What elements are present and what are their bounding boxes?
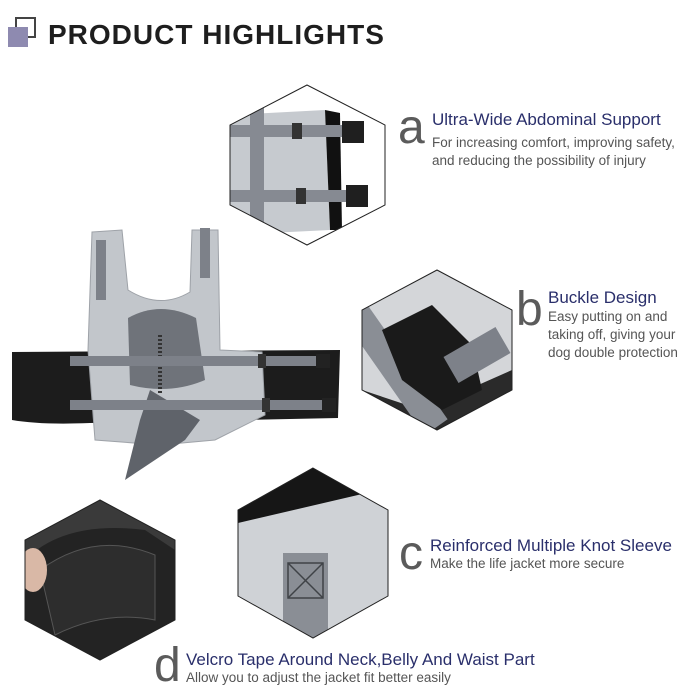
page-title: PRODUCT HIGHLIGHTS xyxy=(48,19,385,50)
hexagon-b-image xyxy=(361,269,513,431)
feature-a-line-1: For increasing comfort, improving safety… xyxy=(432,135,675,150)
feature-d-title: Velcro Tape Around Neck,Belly And Waist … xyxy=(186,650,535,669)
feature-d-description: Allow you to adjust the jacket fit bette… xyxy=(186,669,451,687)
feature-c-title: Reinforced Multiple Knot Sleeve xyxy=(430,536,672,555)
feature-b-title: Buckle Design xyxy=(548,288,657,307)
feature-a-description: For increasing comfort, improving safety… xyxy=(432,134,675,170)
hexagon-d-image xyxy=(24,499,176,661)
feature-c-line-1: Make the life jacket more secure xyxy=(430,556,625,571)
feature-a-letter: a xyxy=(398,101,425,154)
feature-a-line-2: and reducing the possibility of injury xyxy=(432,153,646,169)
feature-c-letter: c xyxy=(399,527,423,580)
logo-square-fill xyxy=(8,27,28,47)
feature-d-letter: d xyxy=(154,639,181,692)
feature-b-line-2: taking off, giving your xyxy=(548,327,676,343)
feature-a-title: Ultra-Wide Abdominal Support xyxy=(432,110,661,129)
feature-c-description: Make the life jacket more secure xyxy=(430,555,624,573)
feature-b-line-1: Easy putting on and xyxy=(548,309,668,324)
feature-d-line-1: Allow you to adjust the jacket fit bette… xyxy=(186,670,451,685)
feature-b-letter: b xyxy=(516,283,543,336)
hexagon-c-image xyxy=(237,467,389,639)
feature-b-description: Easy putting on and taking off, giving y… xyxy=(548,308,678,363)
hexagon-a-image xyxy=(229,84,386,246)
feature-b-line-3: dog double protection xyxy=(548,345,678,361)
